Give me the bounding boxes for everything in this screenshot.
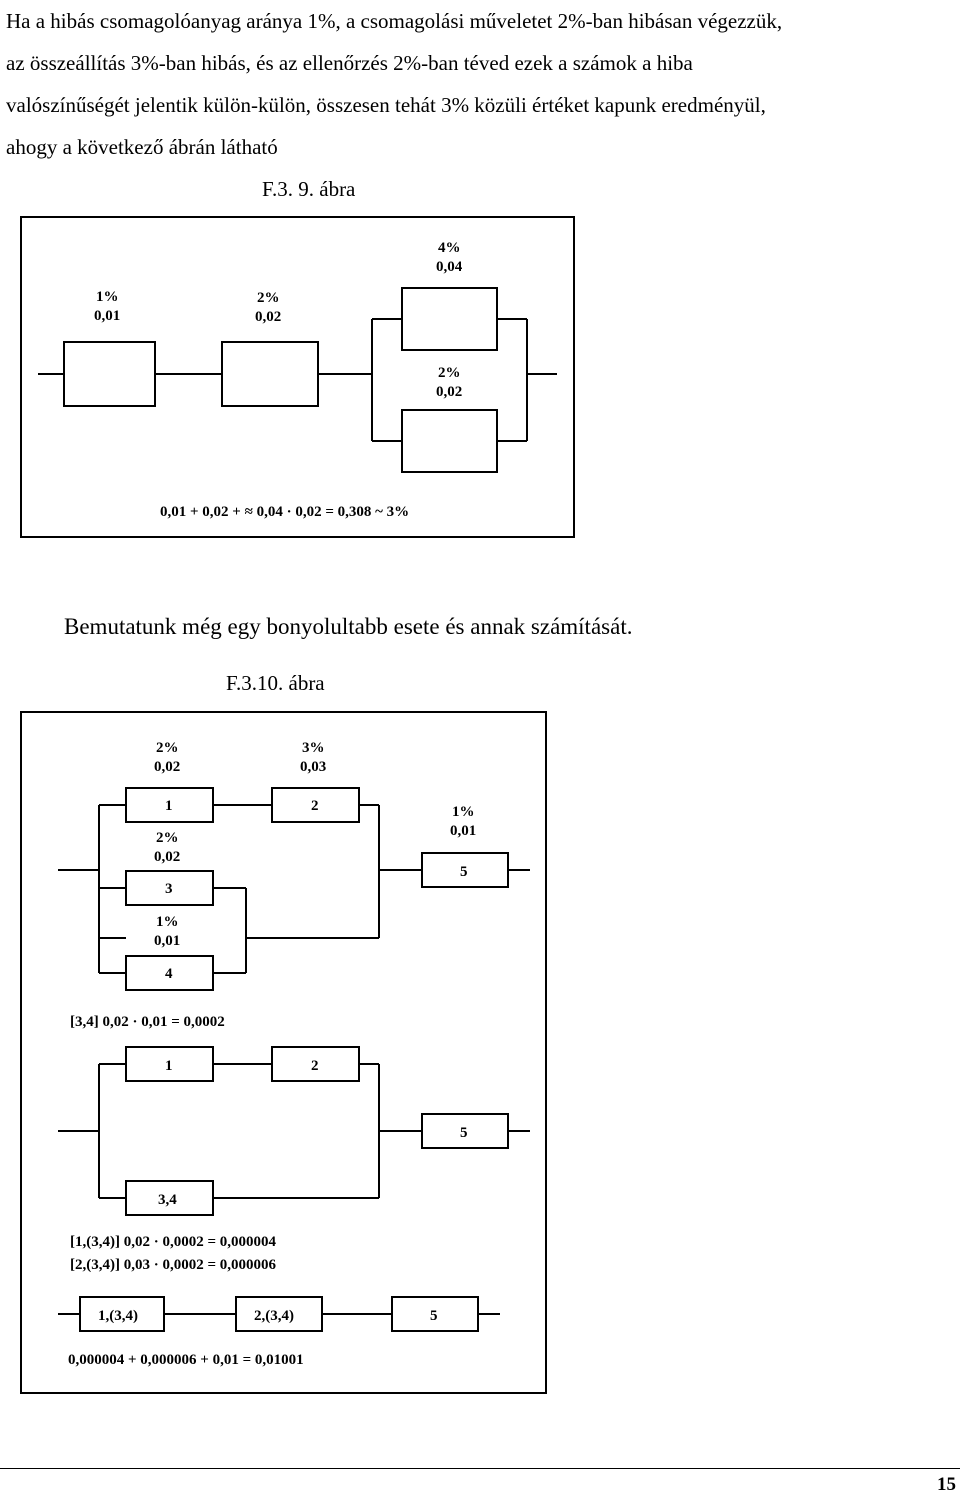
calc-2-3-4: [2,(3,4)] 0,03 · 0,0002 = 0,000006 [70,1257,277,1273]
page-number: 15 [937,1474,956,1495]
paragraph-line: valószínűségét jelentik külön-külön, öss… [6,93,766,117]
block-2-probability: 0,03 [300,759,326,775]
middle-sentence: Bemutatunk még egy bonyolultabb esete és… [64,614,633,639]
figure-2-title: F.3.10. ábra [226,671,325,695]
figure-1-diagram: F.3. 9. ábra 1% 0,01 2% 0,02 4% 0,04 2% … [20,177,575,538]
block-3-4-step2 [125,1180,214,1216]
block-5 [421,852,509,888]
block-1-probability: 0,02 [154,759,180,775]
block-1-3-4-final-label: 1,(3,4) [98,1308,138,1324]
block-4-percent: 1% [156,914,179,930]
paragraph-line: az összeállítás 3%-ban hibás, és az elle… [6,51,693,75]
block-1-probability: 0,01 [94,308,120,324]
block-4-probability: 0,02 [436,384,462,400]
block-1 [125,787,214,823]
block-2-3-4-final [235,1296,323,1332]
block-5-final-label: 5 [430,1308,438,1324]
block-2 [221,341,319,407]
block-2-percent: 2% [257,290,280,306]
block-1-percent: 2% [156,740,179,756]
block-5-step2 [421,1113,509,1149]
block-2-step2 [271,1046,360,1082]
block-3-percent: 4% [438,240,461,256]
block-3-percent: 2% [156,830,179,846]
footer-rule [0,1468,960,1469]
figure-1-frame [20,216,575,538]
intro-paragraph: Ha a hibás csomagolóanyag aránya 1%, a c… [6,0,956,168]
block-2-probability: 0,02 [255,309,281,325]
figure-1-title: F.3. 9. ábra [262,177,356,201]
paragraph-line: ahogy a következő ábrán látható [6,135,278,159]
block-3-4-step2-label: 3,4 [158,1192,177,1208]
block-2-label: 2 [311,798,319,814]
calc-3-4: [3,4] 0,02 · 0,01 = 0,0002 [70,1014,225,1030]
figure-2-diagram: F.3.10. ábra 2% 0,02 1 3% 0,03 2 2% [20,671,547,1394]
block-4-probability: 0,01 [154,933,180,949]
block-2-3-4-final-label: 2,(3,4) [254,1308,294,1324]
block-2 [271,787,360,823]
block-1-label: 1 [165,798,173,814]
block-4 [401,409,498,473]
block-3-probability: 0,02 [154,849,180,865]
block-1-percent: 1% [96,289,119,305]
block-3 [401,287,498,351]
block-4-label: 4 [165,966,173,982]
block-4-percent: 2% [438,365,461,381]
block-1 [63,341,156,407]
calc-1-3-4: [1,(3,4)] 0,02 · 0,0002 = 0,000004 [70,1234,277,1250]
block-5-step2-label: 5 [460,1125,468,1141]
paragraph-line: Ha a hibás csomagolóanyag aránya 1%, a c… [6,9,783,33]
block-2-percent: 3% [302,740,325,756]
block-1-step2-label: 1 [165,1058,173,1074]
block-3 [125,870,214,906]
figure-1-formula: 0,01 + 0,02 + ≈ 0,04 · 0,02 = 0,308 ~ 3% [160,504,409,520]
block-1-step2 [125,1046,214,1082]
block-4 [125,955,214,991]
block-3-probability: 0,04 [436,259,463,275]
block-1-3-4-final [79,1296,165,1332]
block-5-label: 5 [460,864,468,880]
block-5-percent: 1% [452,804,475,820]
final-sum: 0,000004 + 0,000006 + 0,01 = 0,01001 [68,1352,304,1368]
block-5-final [391,1296,479,1332]
block-5-probability: 0,01 [450,823,476,839]
block-2-step2-label: 2 [311,1058,319,1074]
block-3-label: 3 [165,881,173,897]
figure-2-frame [20,711,547,1394]
